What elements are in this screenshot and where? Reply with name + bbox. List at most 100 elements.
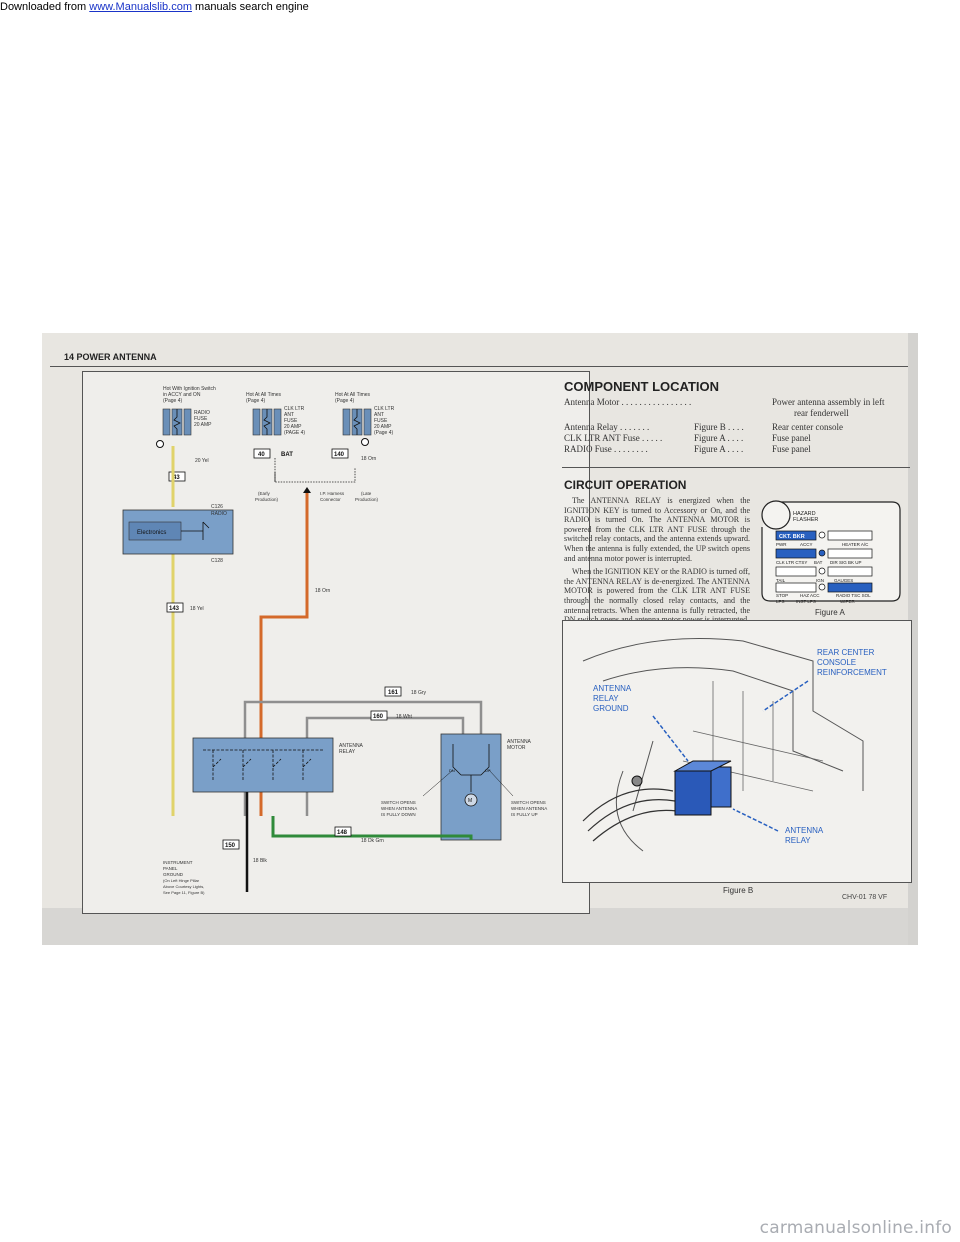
clk-ltr-fuse-highlight [775,548,817,559]
circuit-paragraph-1: The ANTENNA RELAY is energized when the … [564,496,750,563]
wire-yel-20: 20 Yel [195,458,209,464]
wire-orn-18b: 18 Orn [315,588,331,594]
comp-figure [694,397,772,408]
antenna-relay-2: RELAY [339,749,356,755]
ground-5: Above Courtesy Lights, [163,884,204,889]
table-row: Antenna Motor . . . . . . . . . . . . . … [564,397,904,408]
figure-b-caption: Figure B [723,886,754,895]
circuit-161: 161 [388,690,399,696]
comp-name: Antenna Motor . . . . . . . . . . . . . … [564,397,692,407]
scanned-manual-page: 14 POWER ANTENNA Hot With Ignition Switc… [42,333,918,945]
fig-b-console-1: REAR CENTER [817,648,875,657]
lbl-ip-harness: I.P. Harness [320,491,345,496]
component-location-table: Antenna Motor . . . . . . . . . . . . . … [564,397,904,455]
circuit-paragraph-2: When the IGNITION KEY or the RADIO is tu… [564,567,750,624]
lbl-electronics: Electronics [137,530,166,536]
radio-fuse-2: FUSE [194,416,208,422]
section-rule [562,467,910,468]
comp-figure: Figure A . . . . [694,433,744,443]
lbl-page4a: (Page 4) [163,398,183,404]
fig-a-r3-r: GAUGES [834,578,853,583]
clk-fuse-5: (PAGE 4) [284,430,305,436]
clk-fuse-block [252,408,282,436]
fig-a-r5-m: INST LPS [796,599,816,604]
wire-wht: 18 Wht [396,714,412,720]
download-banner: Downloaded from www.Manualslib.com manua… [0,0,309,14]
wire-orn-18a: 18 Orn [361,456,377,462]
lbl-bat: BAT [281,452,293,458]
figure-a-fuse-panel: HAZARD FLASHER CKT. BKR PWR ACCY HEATER … [761,500,901,604]
fig-a-ckt-bkr: CKT. BKR [779,534,805,540]
fig-a-r4-r: RADIO TSC SOL [836,593,871,598]
lbl-late-2: Production) [355,497,379,502]
antenna-relay-1: ANTENNA [339,743,364,749]
comp-figure: Figure B . . . . [694,422,744,432]
wire-gry: 18 Gry [411,690,427,696]
hazard-flasher-icon [761,500,791,530]
lbl-hot-all-1: Hot At All Times [246,392,282,398]
comp-name: CLK LTR ANT Fuse . . . . . [564,433,663,443]
switch-up-1: SWITCH OPENS [511,800,546,805]
radio-fuse-3: 20 AMP [194,422,212,428]
lbl-hot-all-2: Hot At All Times [335,392,371,398]
circuit-operation-text: The ANTENNA RELAY is energized when the … [564,496,750,629]
lbl-late: (Late [361,491,372,496]
lbl-c126: C126 [211,504,223,510]
fig-a-r2-m: BAT [814,560,823,565]
fig-a-r5-l: LPS [776,599,785,604]
watermark: carmanualsonline.info [759,1218,952,1238]
scan-right-edge [908,333,918,945]
fig-a-r3-l: TAIL [776,578,786,583]
comp-location: Power antenna assembly in left [772,397,885,407]
circuit-160: 160 [373,714,384,720]
lbl-early: (Early [258,491,271,496]
scan-lower-band [42,908,918,945]
box-circuit-161 [384,686,402,697]
antenna-motor-1: ANTENNA [507,739,532,745]
switch-down-2: WHEN ANTENNA [381,806,417,811]
box-circuit-140 [331,448,349,459]
comp-name: RADIO Fuse . . . . . . . . [564,444,648,454]
lbl-dn: DN [449,768,455,773]
switch-down-1: SWITCH OPENS [381,800,416,805]
box-circuit-148 [334,826,352,837]
lbl-m: M [468,798,472,804]
lbl-ip-harness-2: Connector [320,497,341,502]
figure-a-caption: Figure A [815,608,845,617]
table-row: RADIO Fuse . . . . . . . . Figure A . . .… [564,444,904,455]
manualslib-link[interactable]: www.Manualslib.com [89,1,192,13]
fig-a-hazard-2: FLASHER [793,517,818,523]
switch-up-3: IS FULLY UP [511,812,538,817]
comp-location: Fuse panel [772,444,811,454]
connector-h-right [361,438,369,446]
table-row: CLK LTR ANT Fuse . . . . . Figure A . . .… [564,433,904,444]
clk-fuse-block-right [342,408,372,436]
switch-down-3: IS FULLY DOWN [381,812,416,817]
fig-a-r2-r: DIR SIG BK UP [830,560,862,565]
ground-2: PANEL [163,866,178,871]
ground-6: See Page 11, Figure B) [163,890,205,895]
ground-1: INSTRUMENT [163,860,193,865]
clk-fuse-1: CLK LTR [284,406,305,412]
box-circuit-150 [222,839,240,850]
clk2-fuse-5: (Page 4) [374,430,394,436]
page-header: 14 POWER ANTENNA [64,352,157,362]
orange-wire [259,489,309,816]
comp-figure: Figure A . . . . [694,444,744,454]
fig-b-ground-3: GROUND [593,704,629,713]
lbl-hot-ignition-2: in ACCY and ON [163,392,201,398]
clk2-fuse-1: CLK LTR [374,406,395,412]
clk2-fuse-2: ANT [374,412,384,418]
fig-a-r4-l: STOP [776,593,788,598]
comp-name [564,408,694,419]
header-rule [50,366,908,367]
clk2-fuse-3: FUSE [374,418,388,424]
fig-a-r5-r: WIPER [840,599,856,604]
comp-location: Fuse panel [772,433,811,443]
green-wire [271,816,473,840]
ground-4: (On Left Hinge Pillar [163,878,200,883]
fig-a-r1-l: PWR [776,542,787,547]
lbl-page4c: (Page 4) [335,398,355,404]
lbl-c128: C128 [211,558,223,564]
lbl-page4b: (Page 4) [246,398,266,404]
